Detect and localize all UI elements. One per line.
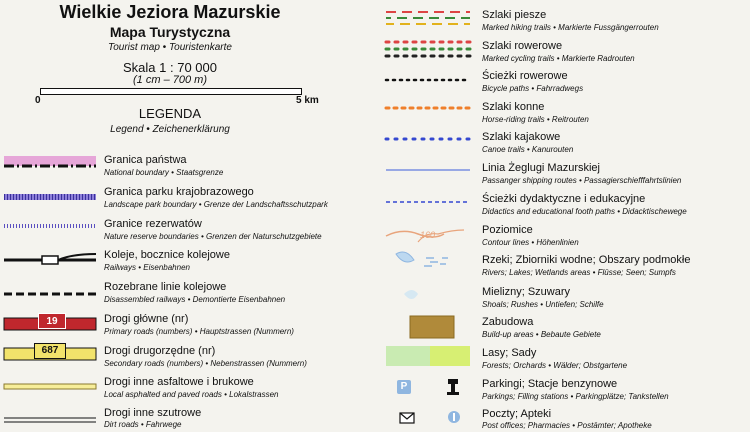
right-label-2: Ścieżki rowerowe <box>482 70 568 82</box>
left-label-8: Drogi inne szutrowe <box>104 407 202 419</box>
right-sub-7: Contour lines • Höhenlinien <box>482 238 579 247</box>
left-sub-1: Landscape park boundary • Grenze der Lan… <box>104 200 328 209</box>
left-label-5: Drogi główne (nr) <box>104 313 189 325</box>
contour-value: 160 <box>420 230 436 240</box>
right-sub-11: Forests; Orchards • Wälder; Obstgartene <box>482 361 628 370</box>
left-sub-6: Secondary roads (numbers) • Nebenstrasse… <box>104 359 307 368</box>
water-symbol <box>395 251 448 267</box>
right-sub-10: Build-up areas • Bebaute Gebiete <box>482 330 601 339</box>
left-sub-7: Local asphalted and paved roads • Lokals… <box>104 390 279 399</box>
scale-label: Skala 1 : 70 000 <box>123 60 217 75</box>
right-label-3: Szlaki konne <box>482 101 545 113</box>
right-label-11: Lasy; Sady <box>482 347 537 359</box>
scale-note: (1 cm – 700 m) <box>133 74 207 86</box>
left-label-4: Rozebrane linie kolejowe <box>104 281 227 293</box>
primary-road-badge: 19 <box>38 313 66 329</box>
right-label-10: Zabudowa <box>482 316 534 328</box>
right-label-5: Linia Żeglugi Mazurskiej <box>482 162 600 174</box>
right-sub-6: Didactics and educational footh paths • … <box>482 207 687 216</box>
scale-start: 0 <box>35 95 41 106</box>
left-label-1: Granica parku krajobrazowego <box>104 186 254 198</box>
forest-orchard-symbol <box>386 346 470 366</box>
right-sub-13: Post offices; Pharmacies • Postämter; Ap… <box>482 421 652 430</box>
right-label-7: Poziomice <box>482 224 533 236</box>
left-label-2: Granice rezerwatów <box>104 218 202 230</box>
left-sub-4: Disassembled railways • Demontierte Eise… <box>104 295 286 304</box>
right-symbols <box>384 11 472 366</box>
right-label-9: Mielizny; Szuwary <box>482 286 571 298</box>
left-label-3: Koleje, bocznice kolejowe <box>104 249 230 261</box>
right-sub-3: Horse-riding trails • Reitrouten <box>482 115 589 124</box>
railway-symbol <box>4 253 97 265</box>
envelope-icon <box>399 412 415 424</box>
right-sub-4: Canoe trails • Kanurouten <box>482 145 574 154</box>
pharmacy-icon <box>448 411 460 423</box>
national-boundary-symbol <box>4 156 96 168</box>
left-symbols <box>3 156 97 423</box>
right-sub-8: Rivers; Lakes; Wetlands areas • Flüsse; … <box>482 268 676 277</box>
left-sub-2: Nature reserve boundaries • Grenzen der … <box>104 232 322 241</box>
dirt-road-symbol <box>4 417 96 423</box>
right-label-4: Szlaki kajakowe <box>482 131 561 143</box>
right-sub-12: Parkings; Filling stations • Parkingplät… <box>482 392 669 401</box>
legend-title: LEGENDA <box>138 106 202 121</box>
parking-icon: P <box>397 380 411 394</box>
left-label-0: Granica państwa <box>104 154 187 166</box>
left-sub-0: National boundary • Staatsgrenze <box>104 168 224 177</box>
right-label-1: Szlaki rowerowe <box>482 40 563 52</box>
left-label-6: Drogi drugorzędne (nr) <box>104 345 216 357</box>
left-sub-3: Railways • Eisenbahnen <box>104 263 190 272</box>
map-title: Wielkie Jeziora Mazurskie <box>59 2 281 22</box>
left-sub-8: Dirt roads • Fahrwege <box>104 420 182 429</box>
legend-translation: Legend • Zeichenerklärung <box>110 124 230 135</box>
shoals-symbol <box>404 290 418 299</box>
secondary-road-badge: 687 <box>34 343 66 359</box>
contour-lines-symbol <box>385 229 465 243</box>
left-label-7: Drogi inne asfaltowe i brukowe <box>104 376 254 388</box>
landscape-park-symbol <box>4 194 96 200</box>
right-sub-0: Marked hiking trails • Markierte Fussgän… <box>482 23 659 32</box>
right-sub-2: Bicycle paths • Fahrradwegs <box>482 84 584 93</box>
scale-end: 5 km <box>296 95 319 106</box>
right-sub-1: Marked cycling trails • Markierte Radrou… <box>482 54 635 63</box>
right-sub-5: Passanger shipping routes • Passagiersch… <box>482 176 682 185</box>
built-up-symbol <box>409 315 455 339</box>
map-subtitle: Mapa Turystyczna <box>109 24 231 40</box>
fuel-station-icon <box>447 379 459 395</box>
cycling-trails-symbol <box>384 40 472 58</box>
map-subtitle-translation: Tourist map • Touristenkarte <box>108 42 232 53</box>
right-label-0: Szlaki piesze <box>482 9 547 21</box>
local-road-symbol <box>3 383 97 390</box>
left-sub-5: Primary roads (numbers) • Hauptstrassen … <box>104 327 294 336</box>
right-label-8: Rzeki; Zbiorniki wodne; Obszary podmokłe <box>482 254 691 266</box>
hiking-trails-symbol <box>386 11 470 25</box>
right-sub-9: Shoals; Rushes • Untiefen; Schilfe <box>482 300 604 309</box>
right-label-12: Parkingi; Stacje benzynowe <box>482 378 618 390</box>
right-label-13: Poczty; Apteki <box>482 408 552 420</box>
right-label-6: Ścieżki dydaktyczne i edukacyjne <box>482 193 646 205</box>
scale-bar <box>40 88 302 95</box>
